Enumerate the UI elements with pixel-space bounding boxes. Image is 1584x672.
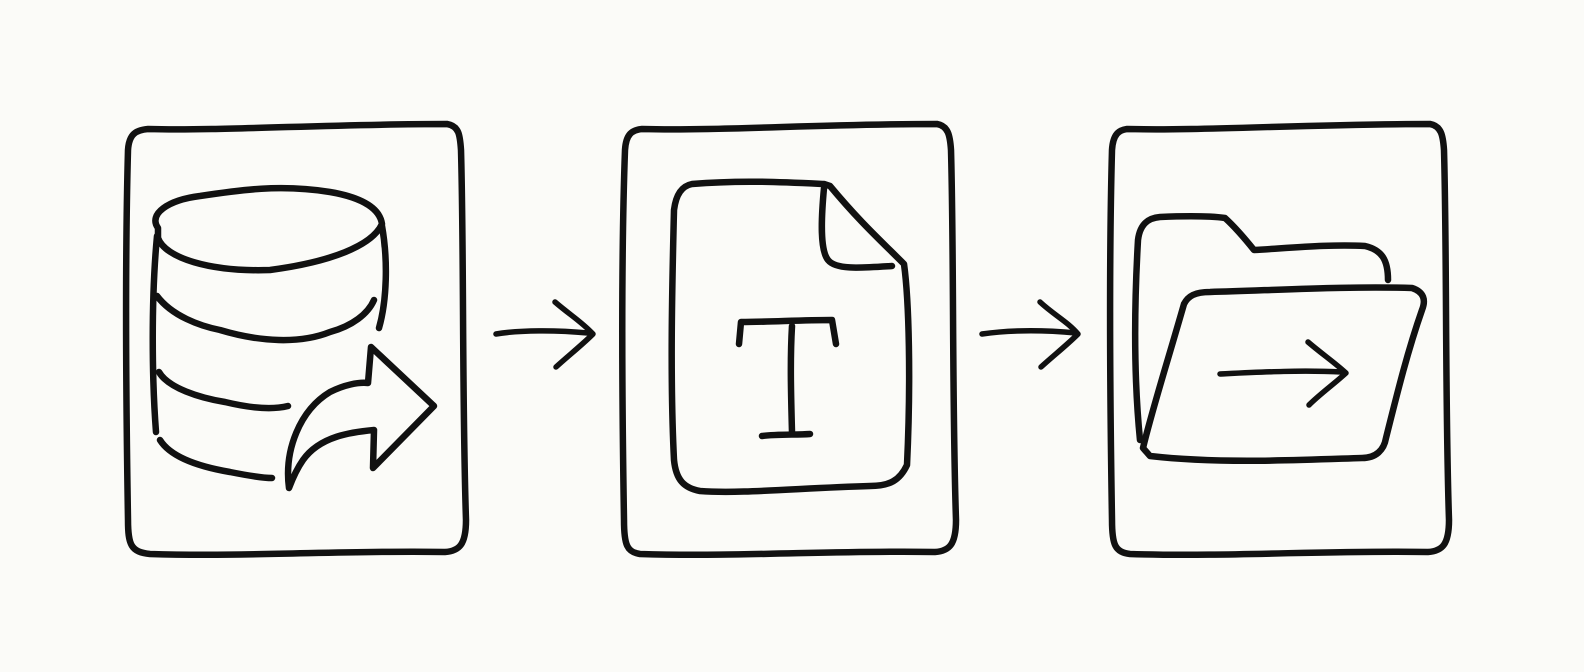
step-1-card — [122, 120, 470, 559]
folder-move-icon — [1131, 213, 1428, 465]
connector-arrow-2 — [979, 299, 1081, 370]
connector-arrow-1 — [493, 299, 596, 370]
step-3-card — [1106, 120, 1453, 559]
database-export-icon — [149, 184, 438, 492]
step-2-card — [619, 120, 960, 559]
text-document-icon — [668, 178, 913, 496]
